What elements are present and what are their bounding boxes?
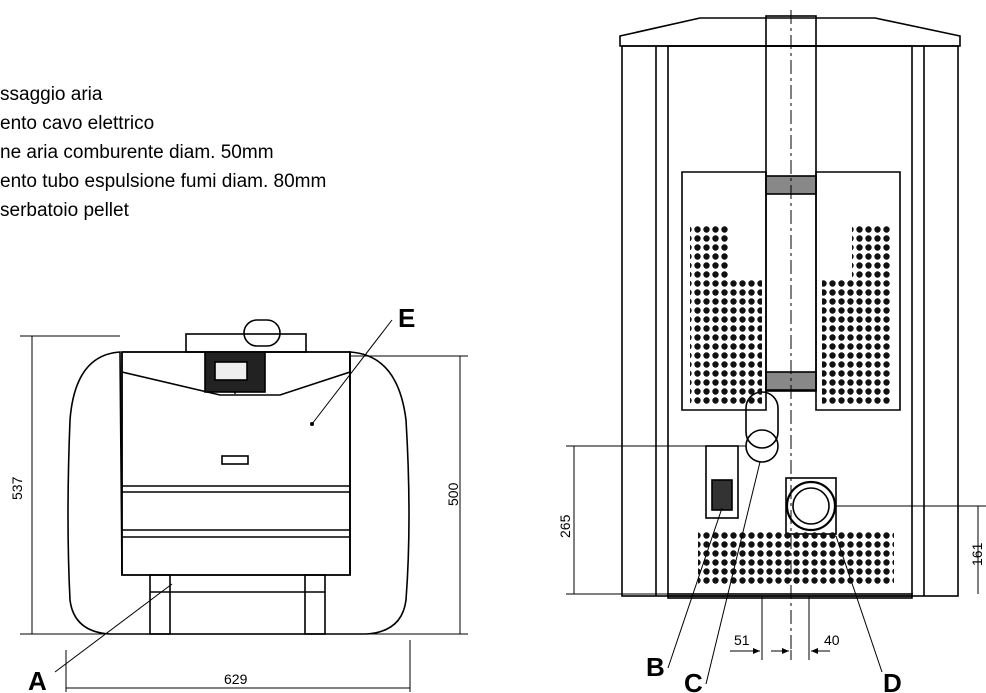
rear-view: [619, 15, 961, 599]
ventilation-grilles: [690, 226, 894, 586]
dim-rear-right-height: 161: [969, 542, 985, 566]
legend: ssaggio aria ento cavo elettrico ne aria…: [0, 80, 326, 225]
callout-c: C: [684, 668, 703, 693]
legend-item-b: ento cavo elettrico: [0, 113, 155, 134]
dim-height-total: 537: [9, 476, 25, 500]
dim-offset-right: 40: [824, 632, 840, 648]
front-dimensions: [20, 319, 468, 692]
legend-item-d: ento tubo espulsione fumi diam. 80mm: [0, 171, 327, 192]
dim-rear-height: 265: [557, 514, 573, 538]
front-view: [67, 319, 410, 635]
legend-item-a: ssaggio aria: [0, 84, 103, 105]
legend-item-e: serbatoio pellet: [0, 200, 129, 221]
callout-a: A: [28, 666, 47, 693]
dim-height-body: 500: [445, 482, 461, 506]
dim-width: 629: [224, 671, 248, 687]
callout-e: E: [398, 303, 415, 333]
legend-item-c: ne aria comburente diam. 50mm: [0, 142, 274, 163]
callout-b: B: [646, 652, 665, 682]
callout-d: D: [883, 668, 902, 693]
rear-dimensions: [566, 445, 986, 685]
dim-offset-left: 51: [734, 632, 750, 648]
